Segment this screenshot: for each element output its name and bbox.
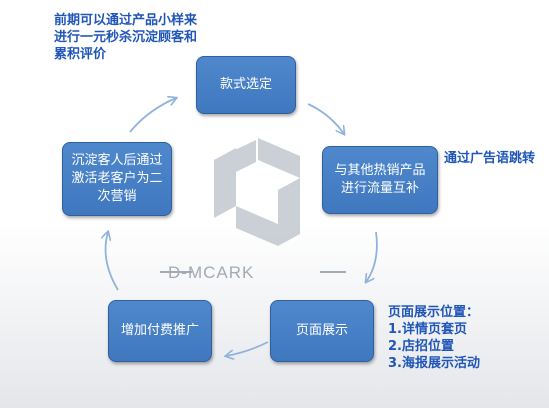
arrow-promo-to-remarketing xyxy=(106,232,119,291)
note-bottom-right-line-2: 1.详情页套页 xyxy=(388,322,467,337)
node-traffic: 与其他热销产品进行流量互补 xyxy=(322,146,438,214)
note-top-left-line-2: 进行一元秒杀沉淀顾客和 xyxy=(54,30,198,45)
note-bottom-right: 页面展示位置： 1.详情页套页 2.店招位置 3.海报展示活动 xyxy=(388,304,480,372)
node-display-label: 页面展示 xyxy=(295,323,348,338)
node-promo-label: 增加付费推广 xyxy=(120,323,199,338)
node-select: 款式选定 xyxy=(196,56,296,114)
arrow-traffic-to-display xyxy=(366,231,378,282)
node-remarketing: 沉淀客人后通过激活老客户为二次营销 xyxy=(62,142,172,216)
note-top-left-line-1: 前期可以通过产品小样来 xyxy=(54,13,198,28)
note-bottom-right-line-1: 页面展示位置： xyxy=(388,305,480,320)
node-select-label: 款式选定 xyxy=(219,77,272,92)
note-top-left: 前期可以通过产品小样来 进行一元秒杀沉淀顾客和 累积评价 xyxy=(54,12,197,63)
node-promo: 增加付费推广 xyxy=(108,300,212,362)
watermark-brand: D-MCARK xyxy=(168,263,255,282)
node-traffic-label: 与其他热销产品进行流量互补 xyxy=(334,163,426,196)
arrow-remarketing-to-select xyxy=(129,98,176,133)
note-right: 通过广告语跳转 xyxy=(444,151,536,166)
note-bottom-right-line-3: 2.店招位置 xyxy=(388,339,454,354)
note-bottom-right-line-4: 3.海报展示活动 xyxy=(388,356,480,371)
arrow-select-to-traffic xyxy=(307,103,344,134)
node-display: 页面展示 xyxy=(270,300,374,362)
node-remarketing-label: 沉淀客人后通过激活老客户为二次营销 xyxy=(71,153,163,204)
arrow-display-to-promo xyxy=(226,341,269,356)
note-top-left-line-3: 累积评价 xyxy=(54,47,107,62)
